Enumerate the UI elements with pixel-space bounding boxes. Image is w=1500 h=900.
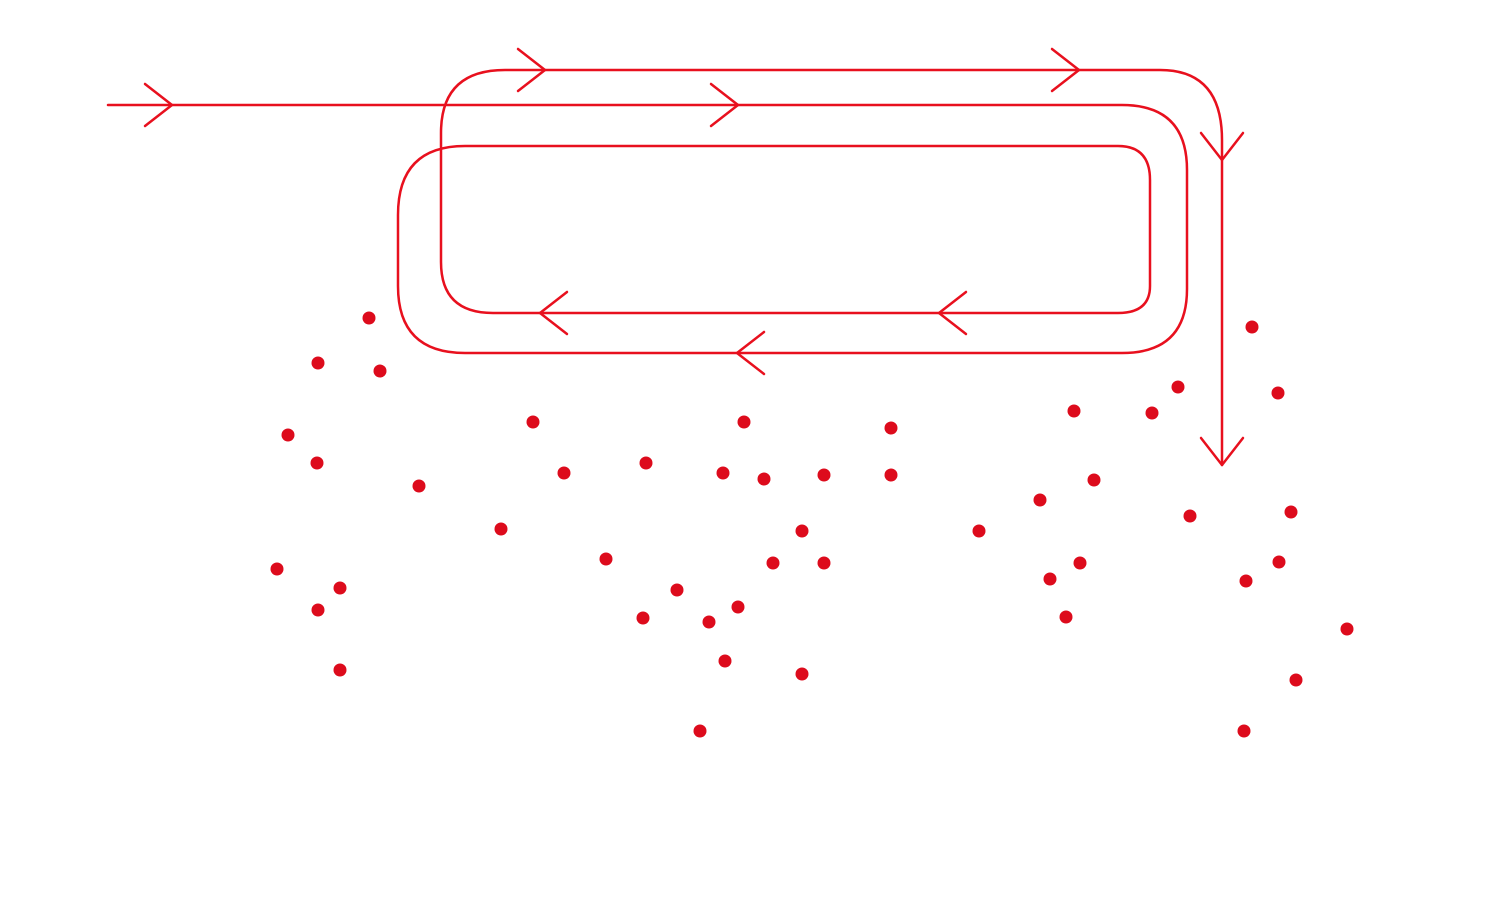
arrowhead-down: [1199, 131, 1245, 162]
dot: [281, 428, 295, 442]
dot: [766, 556, 780, 570]
dot: [373, 364, 387, 378]
dot: [1059, 610, 1073, 624]
dot: [1073, 556, 1087, 570]
dot: [1289, 673, 1303, 687]
scatter-dots: [270, 311, 1354, 738]
arrowhead-left: [735, 330, 766, 376]
dot: [716, 466, 730, 480]
dot: [884, 468, 898, 482]
dot: [311, 356, 325, 370]
arrowhead-right: [516, 47, 547, 93]
arrowhead-down: [1199, 436, 1245, 467]
dot: [1043, 572, 1057, 586]
dot: [557, 466, 571, 480]
dot: [310, 456, 324, 470]
dot: [795, 524, 809, 538]
dot: [1171, 380, 1185, 394]
dot: [333, 663, 347, 677]
arrowhead-right: [709, 82, 740, 128]
dot: [795, 667, 809, 681]
loop-paths: [106, 68, 1224, 467]
dot: [636, 611, 650, 625]
dot: [1087, 473, 1101, 487]
dot: [731, 600, 745, 614]
arrowhead-right: [1050, 47, 1081, 93]
entry-path: [106, 68, 1224, 467]
dot: [362, 311, 376, 325]
dot: [494, 522, 508, 536]
dot: [972, 524, 986, 538]
arrowhead-right: [143, 82, 174, 128]
dot: [1245, 320, 1259, 334]
dot: [270, 562, 284, 576]
arrowhead-left: [538, 290, 569, 336]
dot: [702, 615, 716, 629]
dot: [1284, 505, 1298, 519]
dot: [639, 456, 653, 470]
dot: [1033, 493, 1047, 507]
dot: [1237, 724, 1251, 738]
dot: [757, 472, 771, 486]
dot: [817, 468, 831, 482]
dot: [1340, 622, 1354, 636]
dot: [1145, 406, 1159, 420]
dot: [412, 479, 426, 493]
dot: [333, 581, 347, 595]
dot: [670, 583, 684, 597]
dot: [693, 724, 707, 738]
arrowheads: [143, 47, 1245, 467]
dot: [718, 654, 732, 668]
dot: [599, 552, 613, 566]
dot: [1239, 574, 1253, 588]
dot: [526, 415, 540, 429]
dot: [1271, 386, 1285, 400]
dot: [884, 421, 898, 435]
dot: [737, 415, 751, 429]
dot: [311, 603, 325, 617]
dot: [817, 556, 831, 570]
dot: [1272, 555, 1286, 569]
dot: [1067, 404, 1081, 418]
arrowhead-left: [937, 290, 968, 336]
dot: [1183, 509, 1197, 523]
